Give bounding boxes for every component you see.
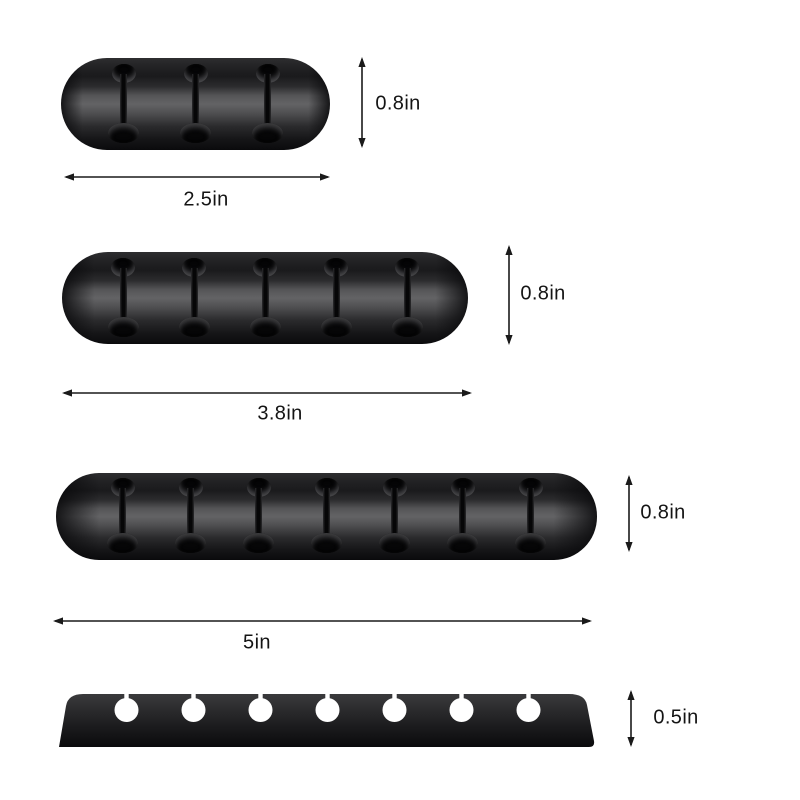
side-view-cable-hole (114, 698, 139, 722)
cable-slot (107, 473, 138, 560)
side-view-slot-slit (526, 691, 531, 704)
arrowhead-icon (358, 138, 366, 148)
cable-slot (515, 473, 546, 560)
clip3-width-arrow (64, 173, 330, 181)
clip5-width-dimension-label: 3.8in (257, 402, 303, 425)
slot-channel (190, 267, 198, 326)
arrowhead-icon (627, 737, 635, 747)
slot-bottom-hole (107, 316, 139, 337)
arrowhead-icon (320, 173, 330, 181)
clip7-width-dimension-label: 5in (243, 631, 271, 654)
side-view-slot-slit (124, 691, 129, 704)
slot-bottom-hole (252, 122, 283, 143)
slot-bottom-hole (379, 533, 410, 554)
arrowhead-icon (53, 617, 63, 625)
slot-bottom-hole (320, 316, 352, 337)
slot-channel (332, 267, 340, 326)
clip7-height-arrow (625, 475, 633, 552)
slot-channel (192, 73, 199, 132)
arrowhead-icon (358, 57, 366, 67)
side-view-cable-hole (449, 698, 474, 722)
cable-slot (447, 473, 478, 560)
slot-channel (120, 73, 127, 132)
slot-channel (187, 487, 194, 543)
cable-slot (108, 58, 139, 150)
cable-slot (249, 252, 281, 344)
side-view-slot-slit (392, 691, 397, 704)
arrowhead-icon (625, 475, 633, 485)
slot-channel (119, 267, 127, 326)
slot-bottom-hole (515, 533, 546, 554)
side-view-cable-hole (516, 698, 541, 722)
slot-channel (264, 73, 271, 132)
slot-channel (119, 487, 126, 543)
clip5-width-arrow (62, 389, 472, 397)
side-view-slot-slit (258, 691, 263, 704)
slot-bottom-hole (178, 316, 210, 337)
cable-clip-7-hole-side-view (59, 691, 595, 747)
slot-bottom-hole (249, 316, 281, 337)
side-view-slot-slit (191, 691, 196, 704)
cable-slot (107, 252, 139, 344)
cable-slot (391, 252, 423, 344)
arrowhead-icon (505, 245, 513, 255)
arrowhead-icon (64, 173, 74, 181)
clip3-width-dimension-label: 2.5in (183, 188, 229, 211)
cable-slot (243, 473, 274, 560)
arrowhead-icon (625, 542, 633, 552)
clip7-width-arrow (53, 617, 592, 625)
cable-slot (178, 252, 210, 344)
slot-bottom-hole (180, 122, 211, 143)
slot-channel (391, 487, 398, 543)
cable-slot (175, 473, 206, 560)
slot-channel (527, 487, 534, 543)
side-view-cable-hole (315, 698, 340, 722)
slot-channel (403, 267, 411, 326)
cable-slot (252, 58, 283, 150)
slot-bottom-hole (108, 122, 139, 143)
side-view-cable-hole (382, 698, 407, 722)
clip7-height-dimension-label: 0.8in (640, 501, 686, 524)
cable-slot (311, 473, 342, 560)
slot-channel (255, 487, 262, 543)
slot-bottom-hole (391, 316, 423, 337)
cable-slot (180, 58, 211, 150)
side-view-height-arrow (627, 690, 635, 747)
side-view-height-dimension-label: 0.5in (653, 706, 699, 729)
slot-channel (323, 487, 330, 543)
slot-bottom-hole (243, 533, 274, 554)
clip3-height-arrow (358, 57, 366, 148)
slot-bottom-hole (311, 533, 342, 554)
arrowhead-icon (627, 690, 635, 700)
side-view-cable-hole (248, 698, 273, 722)
slot-bottom-hole (175, 533, 206, 554)
side-view-slot-slit (459, 691, 464, 704)
arrowhead-icon (582, 617, 592, 625)
slot-bottom-hole (107, 533, 138, 554)
cable-slot (379, 473, 410, 560)
clip5-height-arrow (505, 245, 513, 345)
arrowhead-icon (462, 389, 472, 397)
slot-channel (261, 267, 269, 326)
clip3-height-dimension-label: 0.8in (375, 92, 421, 115)
slot-bottom-hole (447, 533, 478, 554)
cable-clip-5-slot-top-view (62, 252, 468, 344)
cable-slot (320, 252, 352, 344)
side-view-cable-hole (181, 698, 206, 722)
clip5-height-dimension-label: 0.8in (520, 282, 566, 305)
arrowhead-icon (62, 389, 72, 397)
slot-channel (459, 487, 466, 543)
arrowhead-icon (505, 335, 513, 345)
side-view-slot-slit (325, 691, 330, 704)
cable-clip-7-slot-top-view (56, 473, 597, 560)
cable-clip-3-slot-top-view (61, 58, 330, 150)
